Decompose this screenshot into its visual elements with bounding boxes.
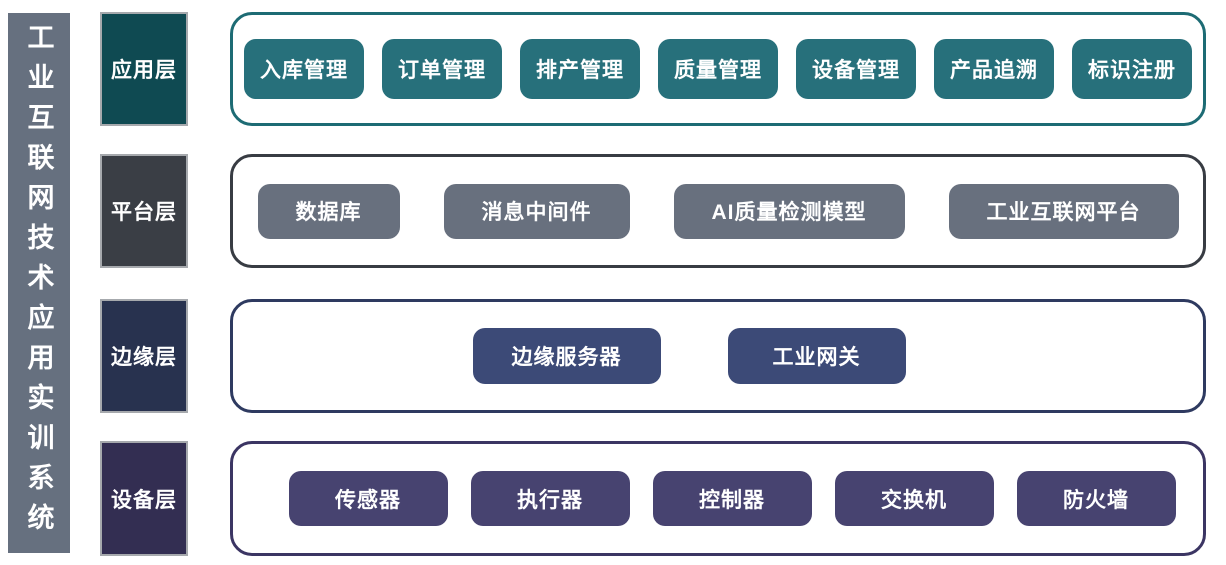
device-layer-row: 设备层 传感器 执行器 控制器 交换机 防火墙 <box>0 441 1226 556</box>
device-layer-label: 设备层 <box>100 441 188 556</box>
button-product-trace: 产品追溯 <box>934 39 1054 99</box>
platform-layer-row: 平台层 数据库 消息中间件 AI质量检测模型 工业互联网平台 <box>0 154 1226 268</box>
device-layer-buttons: 传感器 执行器 控制器 交换机 防火墙 <box>288 471 1176 526</box>
application-layer-label: 应用层 <box>100 12 188 126</box>
edge-layer-buttons: 边缘服务器 工业网关 <box>472 328 906 384</box>
button-switch: 交换机 <box>834 471 994 526</box>
platform-layer-panel: 数据库 消息中间件 AI质量检测模型 工业互联网平台 <box>230 154 1206 268</box>
application-layer-row: 应用层 入库管理 订单管理 排产管理 质量管理 设备管理 产品追溯 标识注册 <box>0 12 1226 126</box>
application-layer-panel: 入库管理 订单管理 排产管理 质量管理 设备管理 产品追溯 标识注册 <box>230 12 1206 126</box>
button-warehouse-mgmt: 入库管理 <box>244 39 364 99</box>
button-order-mgmt: 订单管理 <box>382 39 502 99</box>
edge-layer-panel: 边缘服务器 工业网关 <box>230 299 1206 413</box>
button-actuator: 执行器 <box>470 471 630 526</box>
button-device-mgmt: 设备管理 <box>796 39 916 99</box>
edge-layer-label: 边缘层 <box>100 299 188 413</box>
button-edge-server: 边缘服务器 <box>472 328 661 384</box>
button-controller: 控制器 <box>652 471 812 526</box>
button-firewall: 防火墙 <box>1016 471 1176 526</box>
button-message-middleware: 消息中间件 <box>443 183 630 239</box>
platform-layer-buttons: 数据库 消息中间件 AI质量检测模型 工业互联网平台 <box>257 183 1179 239</box>
system-title: 工业互联网技术应用实训系统 <box>23 23 54 543</box>
button-database: 数据库 <box>257 183 400 239</box>
button-quality-mgmt: 质量管理 <box>658 39 778 99</box>
system-title-bar: 工业互联网技术应用实训系统 <box>8 13 70 553</box>
button-ai-quality-model: AI质量检测模型 <box>673 183 905 239</box>
device-layer-panel: 传感器 执行器 控制器 交换机 防火墙 <box>230 441 1206 556</box>
button-scheduling-mgmt: 排产管理 <box>520 39 640 99</box>
platform-layer-label: 平台层 <box>100 154 188 268</box>
application-layer-buttons: 入库管理 订单管理 排产管理 质量管理 设备管理 产品追溯 标识注册 <box>244 39 1192 99</box>
button-industrial-gateway: 工业网关 <box>727 328 906 384</box>
button-iiot-platform: 工业互联网平台 <box>948 183 1179 239</box>
edge-layer-row: 边缘层 边缘服务器 工业网关 <box>0 299 1226 413</box>
button-id-registration: 标识注册 <box>1072 39 1192 99</box>
button-sensor: 传感器 <box>288 471 448 526</box>
